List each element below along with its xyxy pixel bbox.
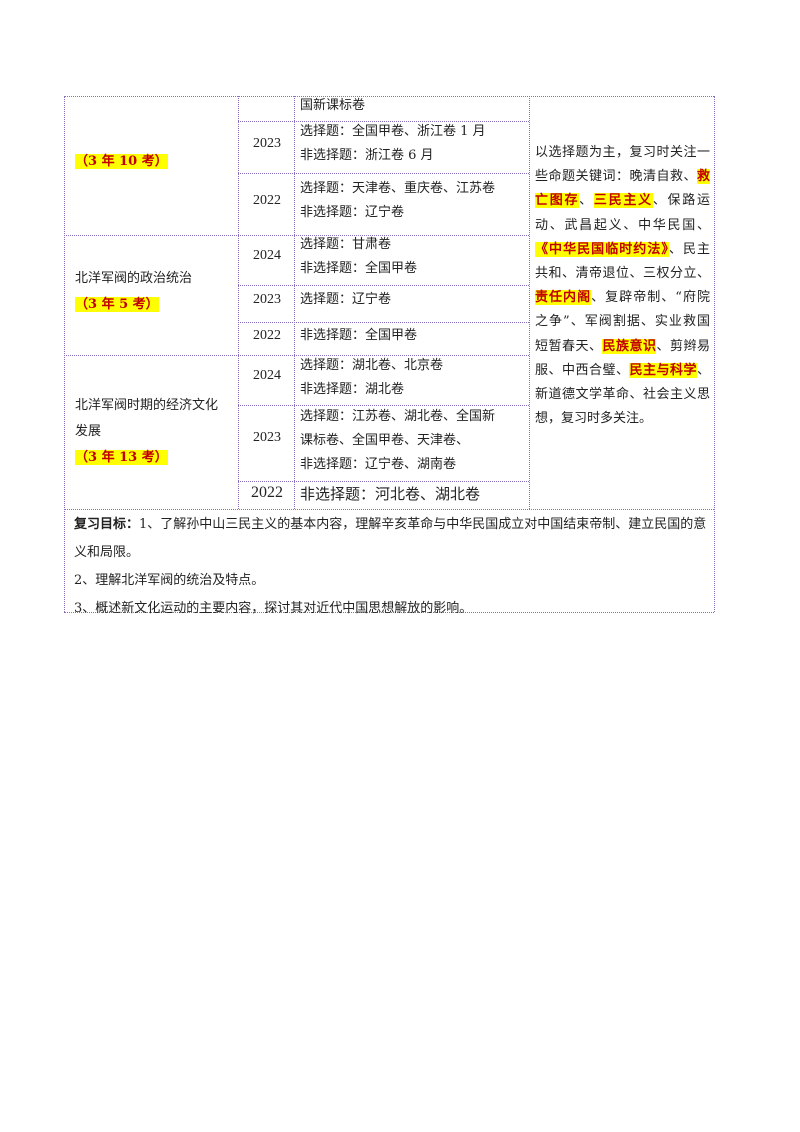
goal-line-3: 3、概述新文化运动的主要内容，探讨其对近代中国思想解放的影响。	[74, 601, 473, 616]
year-cell: 2022	[251, 484, 283, 501]
advice-text: 、新道德文学革命、社会主义思想，复习时多关注。	[535, 362, 710, 427]
row-divider	[238, 481, 529, 482]
exam-line: 非选择题：全国甲卷	[300, 261, 418, 276]
row-divider	[64, 235, 529, 236]
col-divider-exam	[529, 96, 530, 509]
advice-text: 、保路运动、武昌起义、中华民国、	[535, 193, 710, 233]
row-divider	[64, 355, 529, 356]
review-goals: 复习目标：1、了解孙中山三民主义的基本内容，理解辛亥革命与中华民国成立对中国结束…	[74, 511, 710, 623]
goal-line-1: 复习目标：1、了解孙中山三民主义的基本内容，理解辛亥革命与中华民国成立对中国结束…	[74, 511, 710, 567]
exam-cell: 国新课标卷	[300, 98, 366, 113]
table-border-right	[714, 96, 715, 612]
table-border-left	[64, 96, 65, 612]
exam-line: 非选择题：辽宁卷、湖南卷	[300, 457, 457, 472]
count-highlight: （3 年 10 考）	[75, 154, 168, 169]
goals-label: 复习目标：	[74, 517, 140, 532]
advice-text: 、剪辫易服、中西合璧、	[535, 338, 710, 378]
row-divider	[238, 285, 529, 286]
advice-text: 、	[579, 193, 594, 209]
topic-title: 北洋军阀时期的经济文化	[75, 398, 219, 413]
year-cell: 2023	[253, 430, 281, 445]
count-highlight: （3 年 5 考）	[75, 297, 159, 312]
goals-divider	[64, 509, 714, 510]
year-cell: 2024	[253, 368, 281, 383]
exam-cell: 选择题：甘肃卷 非选择题：全国甲卷	[300, 233, 417, 281]
exam-cell: 选择题：湖北卷、北京卷 非选择题：湖北卷	[300, 354, 443, 402]
keyword-highlight: 民主与科学	[629, 362, 697, 378]
count-highlight: （3 年 13 考）	[75, 450, 168, 465]
advice-text: 、复辟帝制、“府院之争”、军阀割据、实业救国短暂春天、	[535, 290, 710, 354]
keyword-highlight: 民族意识	[602, 338, 657, 354]
row-divider	[238, 173, 529, 174]
keyword-highlight: 责任内阁	[535, 290, 592, 306]
advice-text: 以选择题为主，复习时关注一些命题关键词：晚清自救、	[535, 145, 710, 185]
exam-cell: 非选择题：河北卷、湖北卷	[300, 482, 480, 506]
exam-line: 非选择题：辽宁卷	[300, 205, 405, 220]
exam-line: 非选择题：浙江卷 6 月	[300, 148, 434, 163]
exam-cell: 选择题：辽宁卷	[300, 288, 391, 312]
exam-line: 非选择题：湖北卷	[300, 382, 405, 397]
goal-text: 1、了解孙中山三民主义的基本内容，理解辛亥革命与中华民国成立对中国结束帝制、建立…	[74, 517, 707, 560]
exam-line: 选择题：全国甲卷、浙江卷 1 月	[300, 124, 486, 139]
keyword-highlight: 三民主义	[593, 193, 653, 209]
year-cell: 2024	[253, 248, 281, 263]
exam-cell: 选择题：全国甲卷、浙江卷 1 月 非选择题：浙江卷 6 月	[300, 120, 486, 168]
row-divider	[238, 405, 529, 406]
exam-cell: 选择题：江苏卷、湖北卷、全国新 课标卷、全国甲卷、天津卷、 非选择题：辽宁卷、湖…	[300, 405, 495, 477]
year-cell: 2023	[253, 292, 281, 307]
exam-cell: 非选择题：全国甲卷	[300, 324, 417, 348]
row-divider	[238, 322, 529, 323]
exam-line: 选择题：天津卷、重庆卷、江苏卷	[300, 181, 496, 196]
exam-cell: 选择题：天津卷、重庆卷、江苏卷 非选择题：辽宁卷	[300, 177, 495, 225]
col-divider-year	[294, 96, 295, 509]
table-border-top	[64, 96, 714, 97]
exam-line: 选择题：甘肃卷	[300, 237, 392, 252]
exam-line: 选择题：湖北卷、北京卷	[300, 358, 444, 373]
topic-cell: 北洋军阀时期的经济文化 发展 （3 年 13 考）	[75, 393, 218, 471]
topic-count: （3 年 10 考）	[75, 149, 168, 175]
keyword-highlight: 《中华民国临时约法》	[535, 241, 669, 257]
topic-cell: 北洋军阀的政治统治 （3 年 5 考）	[75, 266, 192, 318]
exam-line: 课标卷、全国甲卷、天津卷、	[300, 433, 470, 448]
review-advice: 以选择题为主，复习时关注一些命题关键词：晚清自救、救亡图存、三民主义、保路运动、…	[535, 141, 710, 431]
exam-line: 非选择题：全国甲卷	[300, 328, 418, 343]
year-cell: 2023	[253, 136, 281, 151]
topic-title-cont: 发展	[75, 424, 102, 439]
col-divider-topic	[238, 96, 239, 509]
goal-line-2: 2、理解北洋军阀的统治及特点。	[74, 573, 265, 588]
year-cell: 2022	[253, 328, 281, 343]
year-cell: 2022	[253, 193, 281, 208]
exam-line: 选择题：辽宁卷	[300, 292, 392, 307]
topic-title: 北洋军阀的政治统治	[75, 271, 193, 286]
row-divider	[238, 121, 529, 122]
advice-text: 、民主共和、清帝退位、三权分立、	[535, 241, 710, 282]
exam-line: 选择题：江苏卷、湖北卷、全国新	[300, 409, 496, 424]
exam-line: 非选择题：河北卷、湖北卷	[300, 485, 481, 503]
table-border-bottom	[64, 612, 714, 613]
